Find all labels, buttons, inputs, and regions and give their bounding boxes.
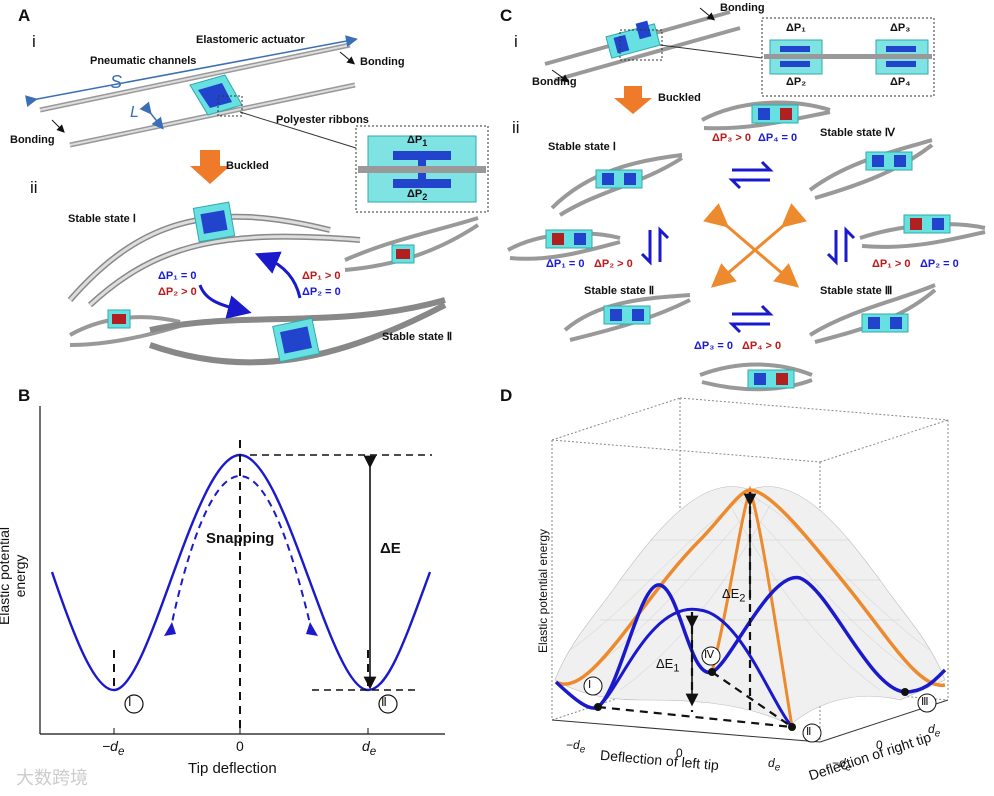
label-bonding-c-bottom: Bonding xyxy=(532,76,577,88)
panel-a-sub-i: i xyxy=(32,32,36,51)
b-delta-e-label: ΔE xyxy=(380,540,401,557)
panel-b-plot xyxy=(39,406,445,735)
inset-box xyxy=(355,125,489,213)
label-stable-state-2-c: Stable state Ⅱ xyxy=(584,285,655,297)
label-stable-state-2-a: Stable state Ⅱ xyxy=(382,331,453,343)
panel-c-diagram xyxy=(507,7,986,392)
label-span-s: S xyxy=(110,72,123,92)
label-length-l: L xyxy=(130,104,139,121)
panel-a-sub-ii: ii xyxy=(30,178,38,197)
label-stable-state-4-c: Stable state Ⅳ xyxy=(820,127,895,139)
b-y-axis-label: Elastic potential energy xyxy=(0,526,28,626)
d-y-tick-pos: de xyxy=(928,722,941,740)
watermark: 大数跨境 xyxy=(16,768,88,788)
cond-c-bottom-red: ΔP₄ > 0 xyxy=(742,340,782,352)
d-y-tick-neg: −de xyxy=(832,756,852,774)
label-elastomeric-actuator: Elastomeric actuator xyxy=(196,34,305,46)
cond-c-right-red: ΔP₁ > 0 xyxy=(872,258,911,270)
b-x-axis-label: Tip deflection xyxy=(188,760,277,777)
pneumatic-channel-shape xyxy=(198,83,232,108)
b-tick-zero: 0 xyxy=(236,738,244,754)
cond-c-top-blue: ΔP₄ = 0 xyxy=(758,132,798,144)
inset-c-dp3: ΔP₃ xyxy=(890,22,911,34)
inset-a-dp2: ΔP2 xyxy=(407,188,428,203)
label-stable-state-3-c: Stable state Ⅲ xyxy=(820,285,893,297)
cond-a-left-1: ΔP₁ = 0 xyxy=(158,270,197,282)
d-state-4: Ⅳ xyxy=(704,649,715,661)
label-bonding-c-top: Bonding xyxy=(720,2,765,14)
d-state-2: Ⅱ xyxy=(806,726,812,738)
label-bonding-left: Bonding xyxy=(10,134,55,146)
cond-c-right-blue: ΔP₂ = 0 xyxy=(920,258,959,270)
label-stable-state-1-a: Stable state Ⅰ xyxy=(68,213,137,225)
label-stable-state-1-c: Stable state Ⅰ xyxy=(548,141,617,153)
panel-c-sub-i: i xyxy=(514,32,518,51)
panel-b-letter: B xyxy=(18,386,31,405)
span-arrow xyxy=(24,35,358,108)
panel-c-sub-ii: ii xyxy=(512,118,520,137)
cond-c-left-blue: ΔP₁ = 0 xyxy=(546,258,585,270)
inset-c-dp1: ΔP₁ xyxy=(786,22,806,34)
cond-a-right-2: ΔP₂ = 0 xyxy=(302,286,341,298)
blue-path-2 xyxy=(597,607,794,728)
cond-c-bottom-blue: ΔP₃ = 0 xyxy=(694,340,733,352)
d-x-tick-pos: de xyxy=(768,756,781,774)
b-snapping-label: Snapping xyxy=(206,530,275,547)
panel-d-letter: D xyxy=(500,386,513,405)
label-buckled-a: Buckled xyxy=(226,160,269,172)
cond-c-left-red: ΔP₂ > 0 xyxy=(594,258,633,270)
orange-path-2 xyxy=(710,485,794,728)
panel-d-plot xyxy=(551,397,949,743)
cond-c-top-red: ΔP₃ > 0 xyxy=(712,132,751,144)
d-state-3: Ⅲ xyxy=(921,696,929,708)
d-x-tick-neg: −de xyxy=(566,738,586,756)
b-state-2: Ⅱ xyxy=(381,695,387,709)
inset-c-dp4: ΔP₄ xyxy=(890,76,911,88)
b-tick-neg: −de xyxy=(102,738,125,758)
panel-c-letter: C xyxy=(500,6,513,25)
d-x-tick-zero: 0 xyxy=(676,746,683,760)
label-polyester-ribbons: Polyester ribbons xyxy=(276,114,369,126)
label-buckled-c: Buckled xyxy=(658,92,701,104)
b-tick-pos: de xyxy=(362,738,377,758)
d-state-1: Ⅰ xyxy=(588,679,592,691)
panel-a-letter: A xyxy=(18,6,31,25)
d-delta-e1: ΔE1 xyxy=(656,656,680,675)
d-y-tick-zero: 0 xyxy=(876,738,883,752)
d-z-axis-label: Elastic potential energy xyxy=(536,528,550,654)
panel-a-diagram xyxy=(24,35,489,366)
cond-a-right-1: ΔP₁ > 0 xyxy=(302,270,341,282)
b-state-1: Ⅰ xyxy=(128,695,132,709)
label-pneumatic-channels: Pneumatic channels xyxy=(90,55,197,67)
d-delta-e2: ΔE2 xyxy=(722,586,746,605)
cond-a-left-2: ΔP₂ > 0 xyxy=(158,286,197,298)
buckled-arrow xyxy=(190,150,230,184)
length-arrow xyxy=(139,101,164,130)
inset-c-dp2: ΔP₂ xyxy=(786,76,807,88)
label-bonding-right: Bonding xyxy=(360,56,405,68)
c-actuators xyxy=(545,104,951,389)
inset-a-dp1: ΔP1 xyxy=(407,134,428,149)
